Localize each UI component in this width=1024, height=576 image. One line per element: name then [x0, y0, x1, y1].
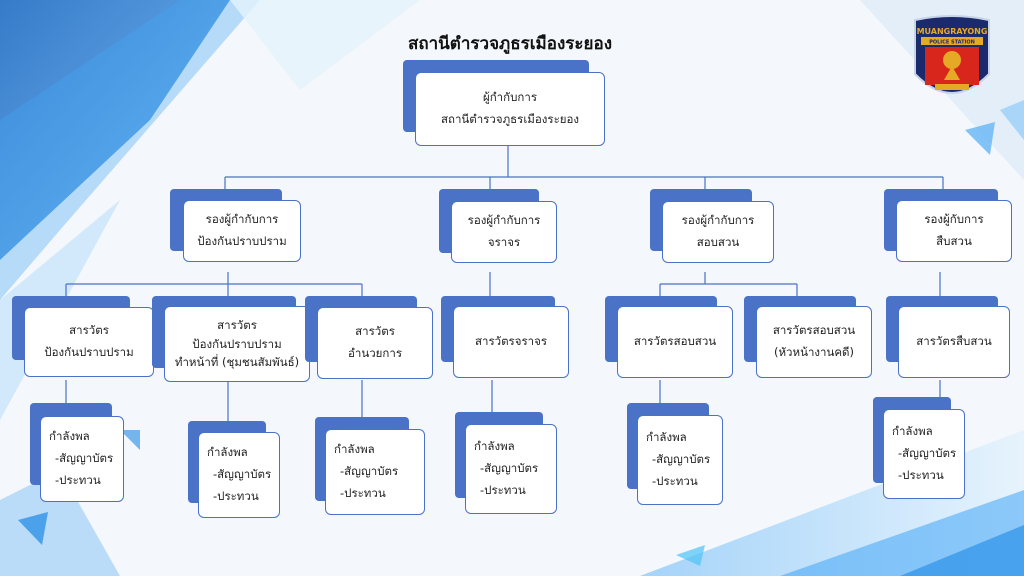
staff-noncommissioned: -ประทวน [652, 473, 698, 488]
inspector-prevention-unit: ป้องกันปราบปราม [44, 345, 134, 359]
chief-station: สถานีตำรวจภูธรเมืองระยอง [440, 112, 580, 126]
deputy-traffic-unit: จราจร [487, 235, 521, 249]
inspector-admin-title: สารวัตร [355, 324, 395, 339]
deputy-inquiry-title: รองผู้กำกับการ [681, 213, 755, 228]
inspector-community-unit: ป้องกันปราบปราม [192, 336, 282, 351]
svg-text:POLICE STATION: POLICE STATION [929, 40, 975, 46]
deputy-prevention-title: รองผู้กำกับการ [205, 212, 279, 227]
staff-label: กำลังพล [474, 439, 515, 454]
inspector-traffic-title: สารวัตรจราจร [474, 334, 548, 349]
staff-commissioned: -สัญญาบัตร [213, 467, 272, 482]
staff-commissioned: -สัญญาบัตร [340, 464, 399, 479]
inspector-prevention-title: สารวัตร [69, 323, 109, 338]
staff-commissioned: -สัญญาบัตร [652, 452, 711, 467]
inspector-investigation-title: สารวัตรสืบสวน [916, 334, 992, 349]
staff-commissioned: -สัญญาบัตร [55, 451, 114, 466]
deputy-traffic-title: รองผู้กำกับการ [467, 213, 541, 228]
page-title: สถานีตำรวจภูธรเมืองระยอง [407, 34, 613, 54]
staff-noncommissioned: -ประทวน [213, 488, 259, 503]
deputy-investigation-title: รองผู้กับการ [924, 212, 984, 227]
staff-noncommissioned: -ประทวน [898, 467, 944, 482]
staff-label: กำลังพล [49, 429, 90, 444]
staff-label: กำลังพล [892, 424, 933, 439]
deputy-investigation-unit: สืบสวน [936, 234, 972, 248]
inspector-admin-unit: อำนวยการ [347, 346, 403, 360]
deputy-prevention-unit: ป้องกันปราบปราม [197, 234, 287, 248]
inspector-inquiry-title: สารวัตรสอบสวน [633, 334, 717, 349]
svg-text:MUANGRAYONG: MUANGRAYONG [917, 27, 988, 36]
police-station-logo: MUANGRAYONG POLICE STATION [911, 14, 993, 108]
inspector-community-duty: ทำหน้าที่ (ชุมชนสัมพันธ์) [174, 355, 300, 370]
staff-noncommissioned: -ประทวน [340, 485, 386, 500]
staff-label: กำลังพล [334, 442, 375, 457]
chief-title: ผู้กำกับการ [482, 90, 538, 105]
staff-commissioned: -สัญญาบัตร [898, 446, 957, 461]
staff-noncommissioned: -ประทวน [480, 482, 526, 497]
staff-label: กำลังพล [207, 445, 248, 460]
staff-noncommissioned: -ประทวน [55, 472, 101, 487]
inspector-inquiry-head-note: (หัวหน้างานคดี) [773, 345, 854, 359]
inspector-community-title: สารวัตร [217, 318, 257, 333]
staff-commissioned: -สัญญาบัตร [480, 461, 539, 476]
inspector-inquiry-head-title: สารวัตรสอบสวน [772, 323, 856, 338]
staff-label: กำลังพล [646, 430, 687, 445]
deputy-inquiry-unit: สอบสวน [696, 235, 740, 249]
